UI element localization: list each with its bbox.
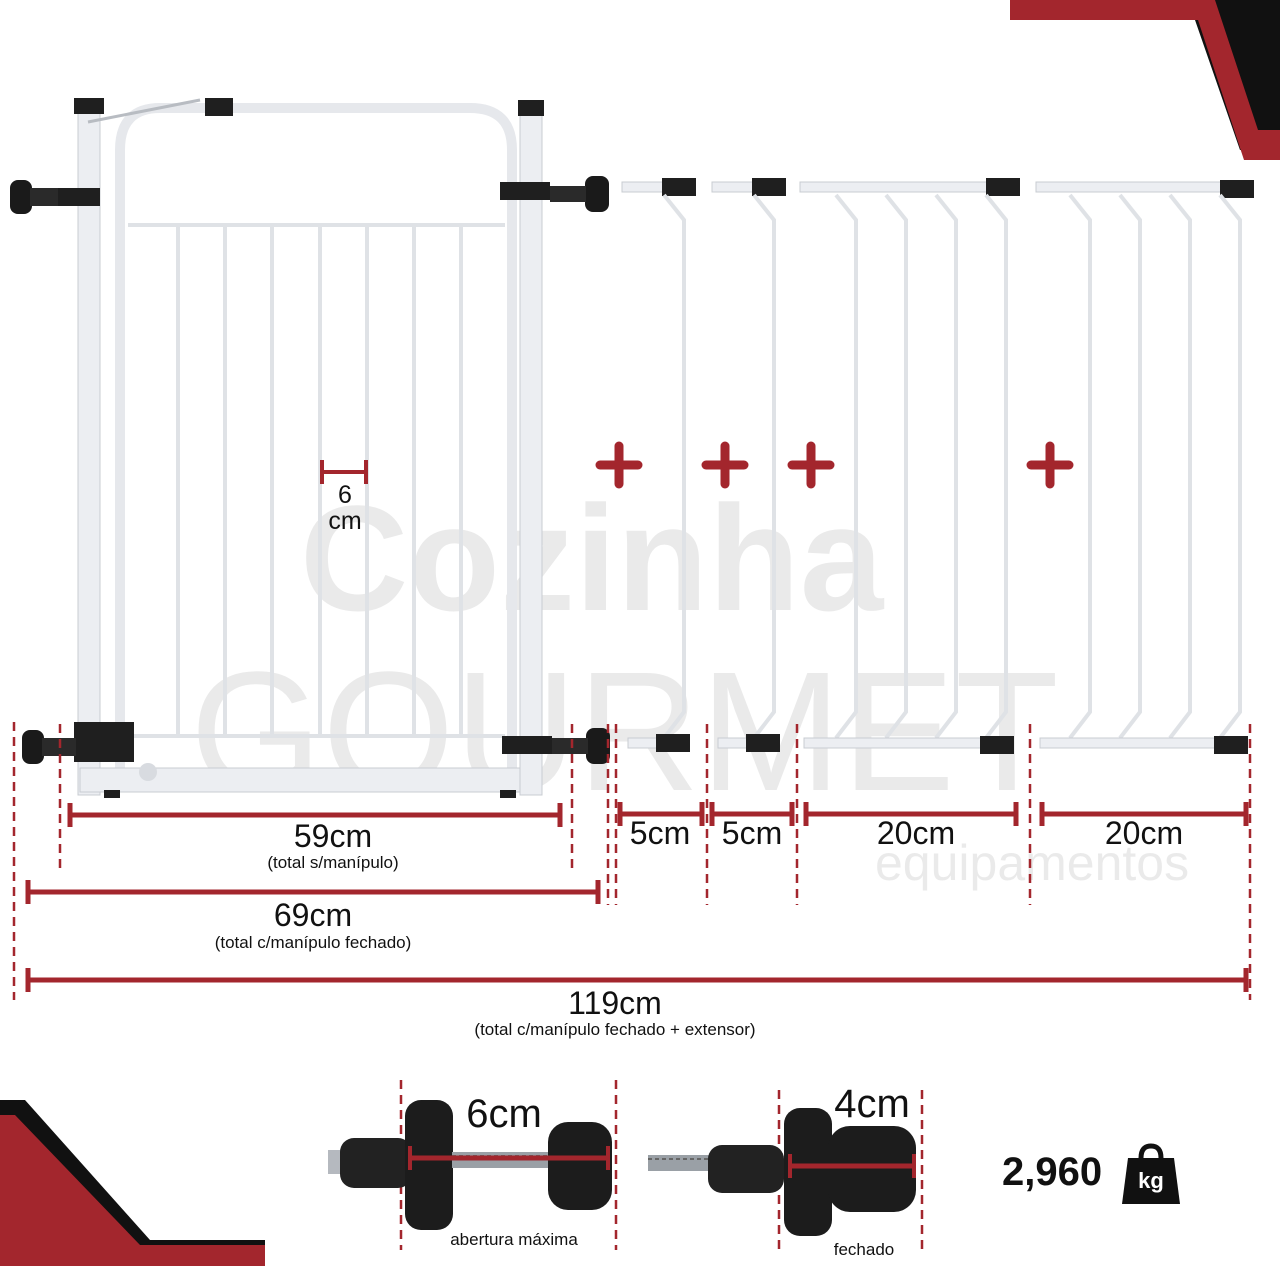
extension-20cm-a bbox=[799, 178, 1020, 754]
handle-closed bbox=[648, 1108, 916, 1236]
plus-icons bbox=[595, 441, 1074, 489]
dimension-total-extended-note: (total c/manípulo fechado + extensor) bbox=[474, 1020, 756, 1039]
dimension-no-handle-value: 59cm bbox=[293, 818, 373, 854]
handle-closed-value: 4cm bbox=[834, 1082, 910, 1126]
extension-20cm-b bbox=[1035, 180, 1254, 754]
handle-open bbox=[328, 1100, 612, 1230]
corner-decoration-top-right bbox=[1010, 0, 1280, 160]
handle-open-caption: abertura máxima bbox=[450, 1230, 578, 1249]
dimension-handle-closed-note: (total c/manípulo fechado) bbox=[214, 933, 412, 952]
extension-label-3: 20cm bbox=[876, 815, 956, 851]
watermark: Cozinha GOURMET equipamentos bbox=[190, 474, 1189, 891]
handle-closed-caption: fechado bbox=[833, 1240, 895, 1259]
dimension-guides bbox=[12, 722, 1252, 1250]
extension-5cm-b bbox=[711, 178, 786, 752]
dimension-lines bbox=[25, 802, 1249, 992]
dimension-no-handle-note: (total s/manípulo) bbox=[267, 853, 399, 872]
bar-spacing-label: 6 cm bbox=[320, 482, 370, 534]
handle-open-value: 6cm bbox=[466, 1092, 542, 1136]
bar-spacing-unit: cm bbox=[328, 507, 362, 535]
bar-spacing-marker bbox=[320, 460, 368, 484]
dimension-total-extended-value: 119cm bbox=[568, 985, 662, 1021]
svg-text:Cozinha: Cozinha bbox=[300, 474, 885, 642]
weight-unit: kg bbox=[1138, 1168, 1164, 1193]
dimension-handle-closed-value: 69cm bbox=[273, 897, 353, 933]
weight-value: 2,960 bbox=[1002, 1150, 1103, 1194]
extension-label-1: 5cm bbox=[629, 815, 691, 851]
bar-spacing-value: 6 bbox=[338, 481, 352, 509]
extension-label-4: 20cm bbox=[1104, 815, 1184, 851]
corner-decoration-bottom-left bbox=[0, 1100, 265, 1266]
weight-icon: kg bbox=[1122, 1142, 1180, 1204]
svg-text:GOURMET: GOURMET bbox=[190, 637, 1059, 827]
svg-text:equipamentos: equipamentos bbox=[875, 835, 1189, 891]
extension-label-2: 5cm bbox=[721, 815, 783, 851]
gate bbox=[10, 98, 610, 798]
extension-5cm-a bbox=[621, 178, 696, 752]
